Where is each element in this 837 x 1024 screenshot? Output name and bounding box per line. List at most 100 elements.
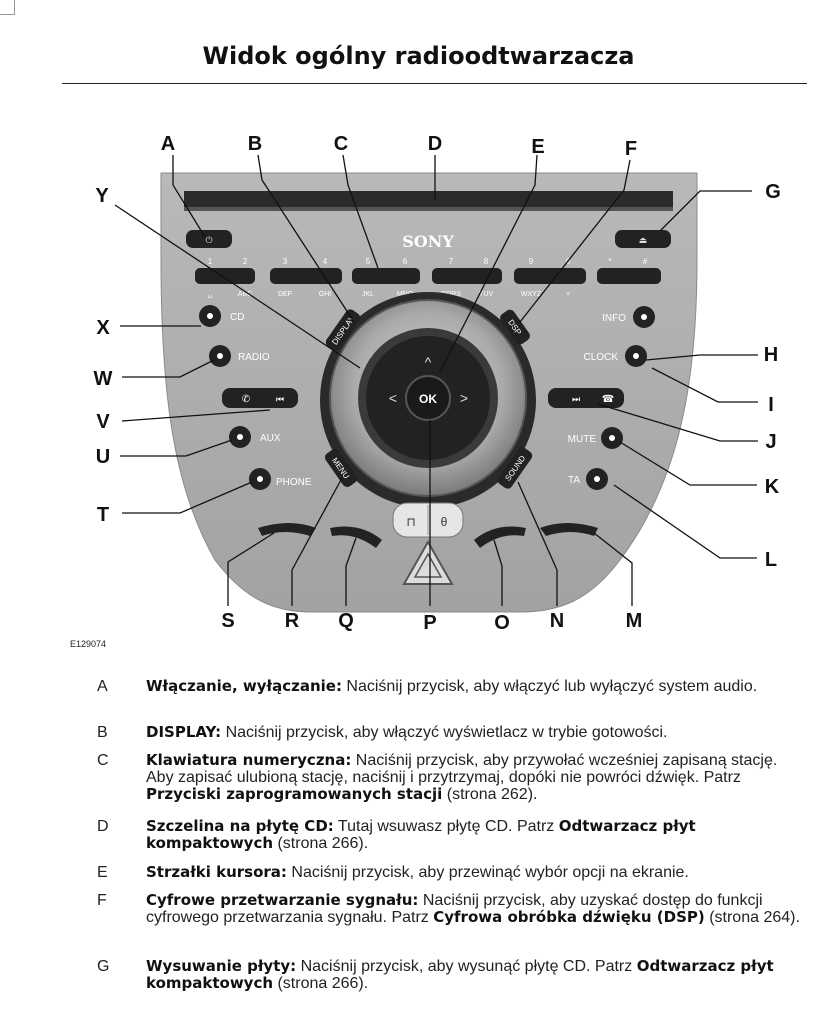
right-buttons: ⏭ ☎ <box>548 306 655 490</box>
key-num: # <box>643 257 648 266</box>
item-term: Szczelina na płytę CD: <box>146 817 334 835</box>
item-desc: Naciśnij przycisk, aby włączyć lub wyłąc… <box>341 678 758 695</box>
callout-y: Y <box>95 185 109 207</box>
svg-text:⏮: ⏮ <box>276 394 284 404</box>
left-buttons: ✆ ⏮ <box>199 305 298 490</box>
svg-text:⏏: ⏏ <box>639 235 648 245</box>
key-num: * <box>608 257 611 266</box>
item-letter: G <box>97 958 110 975</box>
callout-q: Q <box>338 610 354 632</box>
callout-d: D <box>428 133 442 155</box>
item-desc: Naciśnij przycisk, aby uzyskać dostęp do… <box>146 892 763 926</box>
item-page: (strona 262). <box>442 786 538 803</box>
item-text: Klawiatura numeryczna: Naciśnij przycisk… <box>146 751 806 804</box>
page-corner-mark <box>0 0 15 15</box>
cd-label: CD <box>230 312 244 323</box>
item-desc: Tutaj wsuwasz płytę CD. Patrz <box>333 818 559 835</box>
callout-l: L <box>765 549 777 571</box>
svg-text:⏻: ⏻ <box>205 235 212 245</box>
item-term: DISPLAY: <box>146 723 222 741</box>
key-num: 5 <box>366 257 371 266</box>
ok-label: OK <box>419 392 437 406</box>
item-text: Cyfrowe przetwarzanie sygnału: Naciśnij … <box>146 891 806 927</box>
phone-seek-left <box>222 388 298 408</box>
callout-u: U <box>96 446 110 468</box>
ta-label: TA <box>568 475 580 486</box>
item-page: (strona 264). <box>704 909 800 926</box>
item-text: Strzałki kursora: Naciśnij przycisk, aby… <box>146 863 806 882</box>
callout-c: C <box>334 133 348 155</box>
item-desc: Naciśnij przycisk, aby przywołać wcześni… <box>146 752 778 786</box>
callout-j: J <box>765 431 776 453</box>
key-letters: + <box>566 291 570 298</box>
svg-text:^: ^ <box>425 354 432 370</box>
radio-label: RADIO <box>238 352 270 363</box>
item-letter: E <box>97 864 108 881</box>
svg-text:⏭: ⏭ <box>572 394 580 404</box>
callout-f: F <box>625 138 637 160</box>
callout-i: I <box>768 394 774 416</box>
phone-label: PHONE <box>276 477 312 488</box>
callout-w: W <box>94 368 113 390</box>
aux-label: AUX <box>260 433 281 444</box>
power-button <box>186 230 232 248</box>
item-ref: Odtwarzacz płyt kompaktowych <box>146 957 774 992</box>
svg-text:☎: ☎ <box>602 394 614 405</box>
item-term: Cyfrowe przetwarzanie sygnału: <box>146 891 419 909</box>
svg-text:⊓: ⊓ <box>406 515 415 529</box>
item-term: Klawiatura numeryczna: <box>146 751 352 769</box>
callout-n: N <box>550 610 564 632</box>
callout-m: M <box>626 610 643 632</box>
key-letters: ␣ <box>208 291 212 298</box>
svg-text:<: < <box>389 390 397 406</box>
item-text: Wysuwanie płyty: Naciśnij przycisk, aby … <box>146 957 806 993</box>
key-letters: TUV <box>479 291 493 298</box>
item-text: Szczelina na płytę CD: Tutaj wsuwasz pły… <box>146 817 806 853</box>
brand-logo: SONY <box>402 232 454 251</box>
item-letter: A <box>97 678 108 695</box>
key-num: 2 <box>243 257 248 266</box>
item-term: Włączanie, wyłączanie: <box>146 677 342 695</box>
key-letters: ABC <box>238 291 252 298</box>
callout-h: H <box>764 344 778 366</box>
clock-label: CLOCK <box>584 352 619 363</box>
key-num: 3 <box>283 257 288 266</box>
key-num: 1 <box>208 257 213 266</box>
key-num: 6 <box>403 257 408 266</box>
key-num: 9 <box>529 257 534 266</box>
callout-k: K <box>765 476 780 498</box>
key-letters: DEF <box>278 291 292 298</box>
callout-v: V <box>96 411 110 433</box>
callout-b: B <box>248 133 262 155</box>
item-letter: F <box>97 892 107 909</box>
item-text: DISPLAY: Naciśnij przycisk, aby włączyć … <box>146 723 806 742</box>
item-page: (strona 266). <box>273 975 369 992</box>
item-text: Włączanie, wyłączanie: Naciśnij przycisk… <box>146 677 806 696</box>
item-ref: Przyciski zaprogramowanych stacji <box>146 785 443 803</box>
key-letters: GHI <box>319 291 332 298</box>
item-desc: Naciśnij przycisk, aby przewinąć wybór o… <box>286 864 689 881</box>
callout-g: G <box>765 181 781 203</box>
callout-s: S <box>221 610 234 632</box>
item-letter: B <box>97 724 108 741</box>
callout-r: R <box>285 610 300 632</box>
eject-button <box>615 230 671 248</box>
item-desc: Naciśnij przycisk, aby włączyć wyświetla… <box>221 724 668 741</box>
key-letters: JKL <box>362 291 374 298</box>
item-ref: Cyfrowa obróbka dźwięku (DSP) <box>433 908 705 926</box>
page-title: Widok ogólny radioodtwarzacza <box>202 42 635 70</box>
key-num: 8 <box>484 257 489 266</box>
key-num: 4 <box>323 257 328 266</box>
callout-t: T <box>97 504 109 526</box>
item-letter: C <box>97 752 109 769</box>
key-letters: WXYZ <box>521 291 542 298</box>
svg-text:>: > <box>460 390 468 406</box>
item-term: Strzałki kursora: <box>146 863 287 881</box>
item-letter: D <box>97 818 109 835</box>
cd-slot <box>184 191 673 211</box>
numeric-keypad <box>195 268 661 284</box>
svg-text:θ: θ <box>441 515 448 529</box>
info-label: INFO <box>602 313 626 324</box>
callout-x: X <box>96 317 110 339</box>
